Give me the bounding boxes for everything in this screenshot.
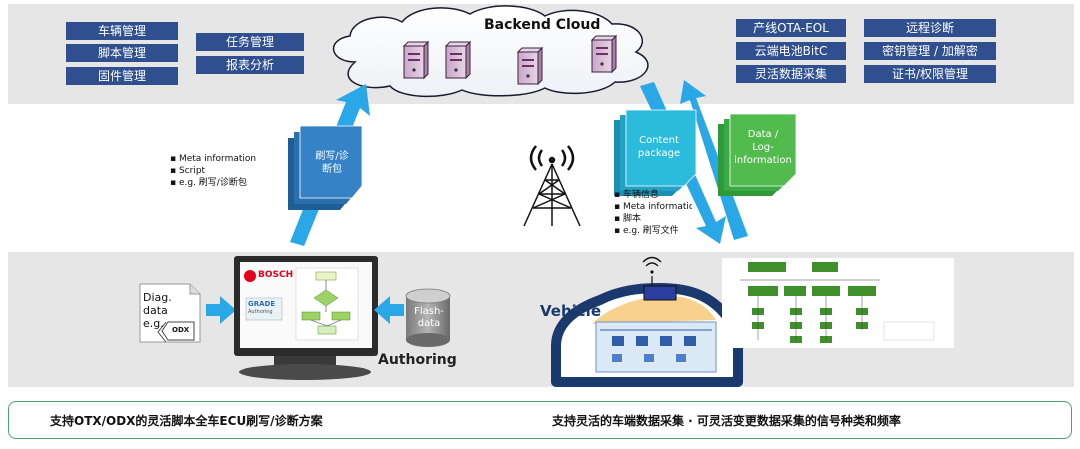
diag-data-file-icon — [139, 283, 201, 343]
authoring-label: Authoring — [378, 352, 457, 368]
flash-data-line: data — [417, 318, 441, 329]
flash-data-line: Flash- — [414, 306, 444, 317]
cell-tower-icon — [523, 145, 581, 227]
vehicle-management-box: 车辆管理 — [66, 22, 178, 40]
grade-product-name: GRADE — [248, 300, 276, 308]
upload-arrow — [680, 80, 748, 240]
vehicle-label: Vehicle — [540, 302, 601, 320]
bullet-text: Meta information — [178, 154, 257, 164]
package-label-line: package — [637, 148, 681, 159]
summary-left: 支持OTX/ODX的灵活脚本全车ECU刷写/诊断方案 — [50, 414, 323, 428]
bullet-item: ▪ 车辆信息 — [614, 190, 659, 200]
summary-box — [8, 401, 1072, 439]
package-label-line: Log- — [752, 142, 774, 153]
script-management-box: 脚本管理 — [66, 44, 178, 62]
left-package-bullets: ▪ Meta information ▪ Script ▪ e.g. 刷写/诊断… — [170, 153, 256, 189]
key-management-box: 密钥管理 / 加解密 — [864, 42, 996, 60]
bullet-item: ▪ Script — [170, 166, 206, 176]
package-label-line: information — [734, 155, 792, 166]
bullet-item: ▪ Meta information — [614, 201, 692, 213]
diag-data-line: data — [143, 304, 168, 317]
package-label-line: Content — [639, 135, 679, 146]
cloud-battery-box: 云端电池BitC — [736, 42, 846, 60]
diag-data-label: Diag. data e.g. — [143, 291, 172, 330]
bullet-item: ▪ Meta information — [170, 154, 257, 164]
input-arrow — [374, 296, 404, 324]
data-log-package-label: Data / Log- information — [732, 128, 794, 167]
vehicle-icon — [551, 256, 743, 387]
certificate-management-box: 证书/权限管理 — [864, 65, 996, 83]
monitor-icon — [234, 256, 378, 380]
ecu-network-diagram — [722, 258, 954, 348]
server-icon — [516, 46, 544, 86]
diag-data-line: e.g. — [143, 317, 164, 330]
flexible-data-collection-box: 灵活数据采集 — [736, 65, 846, 83]
bullet-item: ▪ e.g. 刷写文件 — [614, 226, 679, 236]
diag-data-line: Diag. — [143, 291, 172, 304]
flash-data-cylinder-icon — [405, 288, 451, 347]
odx-file-label: ODX — [172, 326, 190, 334]
flash-diag-package-icon — [288, 125, 363, 210]
eol-ota-box: 产线OTA-EOL — [736, 19, 846, 37]
bullet-text: Meta information — [622, 202, 692, 212]
package-label-line: 刷写/诊 — [315, 151, 349, 162]
bullet-item: ▪ e.g. 刷写/诊断包 — [170, 178, 247, 188]
flash-diag-package-label: 刷写/诊 断包 — [302, 150, 362, 176]
firmware-management-box: 固件管理 — [66, 67, 178, 85]
server-icon — [590, 34, 618, 74]
bullet-item: ▪ 脚本 — [614, 214, 641, 224]
bosch-logo-text: BOSCH — [258, 270, 294, 280]
bullet-text: Script — [178, 166, 206, 176]
grade-product-sub: Authoring — [248, 309, 273, 315]
flash-data-label: Flash- data — [410, 306, 448, 330]
remote-diagnosis-box: 远程诊断 — [864, 19, 996, 37]
task-management-box: 任务管理 — [196, 33, 304, 51]
content-package-label: Content package — [628, 134, 690, 160]
content-package-bullets: ▪ 车辆信息 ▪ Meta information ▪ 脚本 ▪ e.g. 刷写… — [614, 189, 692, 237]
summary-right: 支持灵活的车端数据采集 · 可灵活变更数据采集的信号种类和频率 — [552, 414, 901, 428]
bullet-text: e.g. 刷写/诊断包 — [178, 178, 247, 188]
server-icon — [402, 40, 430, 80]
package-label-line: 断包 — [322, 164, 342, 175]
package-label-line: Data / — [747, 129, 779, 140]
report-analysis-box: 报表分析 — [196, 56, 304, 74]
content-package-icon — [614, 109, 697, 196]
bullet-text: e.g. 刷写文件 — [622, 226, 679, 236]
data-log-package-icon — [718, 113, 797, 196]
bullet-text: 车辆信息 — [622, 190, 659, 200]
input-arrow — [206, 296, 236, 324]
server-icon — [444, 40, 472, 80]
bullet-text: 脚本 — [622, 214, 641, 224]
cloud-title: Backend Cloud — [484, 17, 601, 33]
